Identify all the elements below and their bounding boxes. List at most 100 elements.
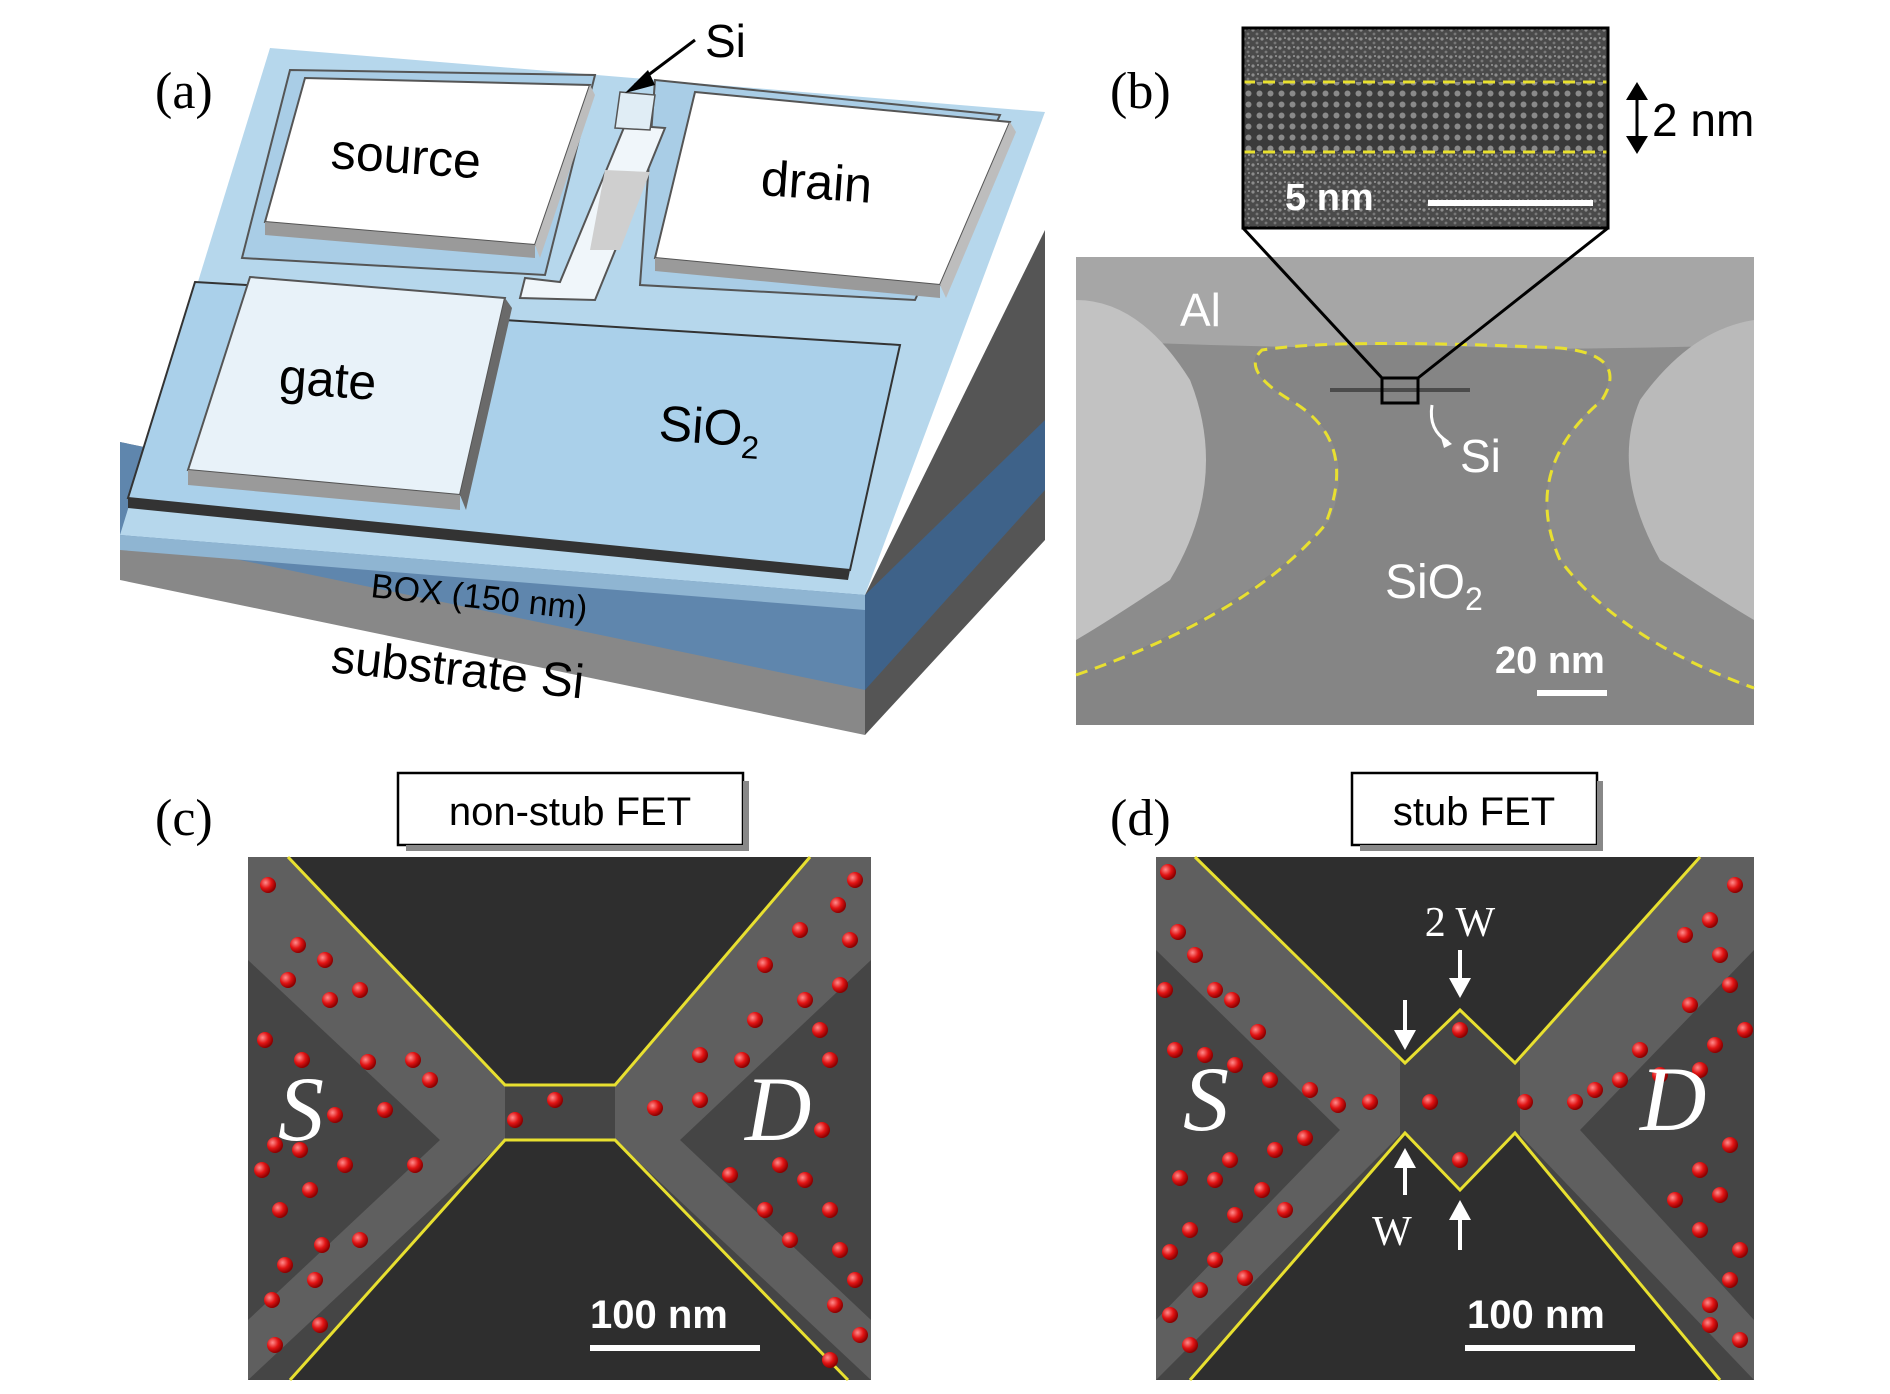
dopant-atom — [792, 922, 808, 938]
dopant-atom — [267, 1137, 283, 1153]
dopant-atom — [1722, 1272, 1738, 1288]
box-side — [865, 420, 1045, 690]
dopant-atoms-c — [254, 872, 868, 1368]
scale-100nm-d-label: 100 nm — [1467, 1293, 1605, 1337]
si-channel-tip — [614, 91, 656, 131]
sem-d-outline-top — [1193, 855, 1702, 1066]
dopant-atom — [692, 1047, 708, 1063]
dopant-atom — [267, 1337, 283, 1353]
si-label: Si — [705, 15, 746, 67]
scale-100nm-c-bar — [590, 1345, 760, 1351]
tem-sio2-fill — [1076, 345, 1754, 725]
dopant-atom — [1652, 1067, 1668, 1083]
sem-c-outline-top — [286, 855, 812, 1087]
dopant-atom — [1170, 924, 1186, 940]
dopant-atom — [822, 1202, 838, 1218]
dopant-atom — [1722, 977, 1738, 993]
panel-a-device-schematic: (a) Si source drain gate SiO2 BOX (150 n… — [120, 15, 1045, 735]
dopant-atom — [507, 1112, 523, 1128]
dopant-atom — [294, 1052, 310, 1068]
dopant-atom — [847, 872, 863, 888]
dopant-atom — [1224, 992, 1240, 1008]
dopant-atom — [827, 1297, 843, 1313]
dopant-atom — [422, 1072, 438, 1088]
panel-c-title: non-stub FET — [449, 790, 691, 834]
dopant-atom — [1254, 1182, 1270, 1198]
dopant-atom — [1702, 1317, 1718, 1333]
sio2-tem-label: SiO2 — [1385, 556, 1483, 617]
dopant-atom — [264, 1292, 280, 1308]
title-box-stub-shadow-b — [1360, 845, 1603, 851]
zoom-box — [1380, 376, 1420, 405]
drain-pad-side — [655, 258, 940, 298]
title-box-stub — [1350, 771, 1599, 847]
dopant-atom — [547, 1092, 563, 1108]
dopant-atom — [1237, 1270, 1253, 1286]
source-pad-side — [265, 222, 535, 258]
w-label: W — [1372, 1209, 1412, 1255]
dopant-atom — [1587, 1082, 1603, 1098]
dopant-atom — [822, 1052, 838, 1068]
dopant-atom — [352, 1232, 368, 1248]
dopant-atom — [1362, 1094, 1378, 1110]
gate-pad-side2 — [460, 298, 512, 510]
tem-right-grain — [1628, 320, 1754, 620]
panel-b-tem-image: (b) Al Si SiO2 20 nm 5 nm 2 nm — [1075, 26, 1755, 725]
source-label: source — [329, 123, 483, 189]
dopant-atom — [1297, 1130, 1313, 1146]
scale-5nm-label: 5 nm — [1285, 177, 1374, 219]
dopant-atom — [352, 982, 368, 998]
dopant-atom — [757, 1202, 773, 1218]
source-s-c: S — [278, 1058, 324, 1160]
dopant-atom — [1732, 1332, 1748, 1348]
sem-d-outline-bottom — [1188, 1130, 1722, 1381]
dopant-atom — [1517, 1094, 1533, 1110]
dopant-atom — [1692, 1062, 1708, 1078]
dopant-atom — [1422, 1094, 1438, 1110]
dopant-atom — [1192, 1282, 1208, 1298]
dopant-atom — [1707, 1037, 1723, 1053]
tem-left-grain — [1076, 300, 1206, 640]
sio2-pad-edge — [128, 498, 850, 580]
dopant-atoms-d — [1157, 864, 1753, 1353]
dopant-atom — [360, 1054, 376, 1070]
drain-label: drain — [759, 150, 874, 214]
si-pointer-arrowhead — [625, 70, 655, 93]
dopant-atom — [1667, 1192, 1683, 1208]
dopant-atom — [822, 1352, 838, 1368]
dopant-atom — [1682, 997, 1698, 1013]
dopant-atom — [322, 992, 338, 1008]
al-label: Al — [1180, 284, 1221, 336]
dopant-atom — [277, 1257, 293, 1273]
dopant-atom — [772, 1157, 788, 1173]
dopant-atom — [1567, 1094, 1583, 1110]
dopant-atom — [257, 1032, 273, 1048]
sem-c-channel — [248, 857, 871, 1380]
dopant-atom — [307, 1272, 323, 1288]
zoom-line-right — [1417, 226, 1609, 380]
dopant-atom — [337, 1157, 353, 1173]
w-arrow-top-left-head — [1394, 1030, 1416, 1050]
si-channel — [518, 123, 667, 302]
source-s-d: S — [1183, 1048, 1229, 1150]
dopant-atom — [1277, 1202, 1293, 1218]
dopant-atom — [1612, 1072, 1628, 1088]
dopant-atom — [405, 1052, 421, 1068]
dopant-atom — [254, 1162, 270, 1178]
dopant-atom — [1722, 1137, 1738, 1153]
dopant-atom — [280, 972, 296, 988]
dopant-atom — [757, 957, 773, 973]
thickness-2nm-label: 2 nm — [1652, 94, 1754, 146]
dopant-atom — [647, 1100, 663, 1116]
title-box-non-stub — [396, 771, 745, 847]
dopant-atom — [692, 1092, 708, 1108]
si-channel-shade — [590, 170, 650, 250]
w-arrow-bottom-left-head — [1394, 1148, 1416, 1168]
dopant-atom — [830, 897, 846, 913]
dopant-atom — [1632, 1042, 1648, 1058]
title-box-non-stub-shadow-b — [406, 845, 749, 851]
dopant-atom — [377, 1102, 393, 1118]
dopant-atom — [317, 952, 333, 968]
dopant-atom — [1187, 947, 1203, 963]
dopant-atom — [1222, 1152, 1238, 1168]
